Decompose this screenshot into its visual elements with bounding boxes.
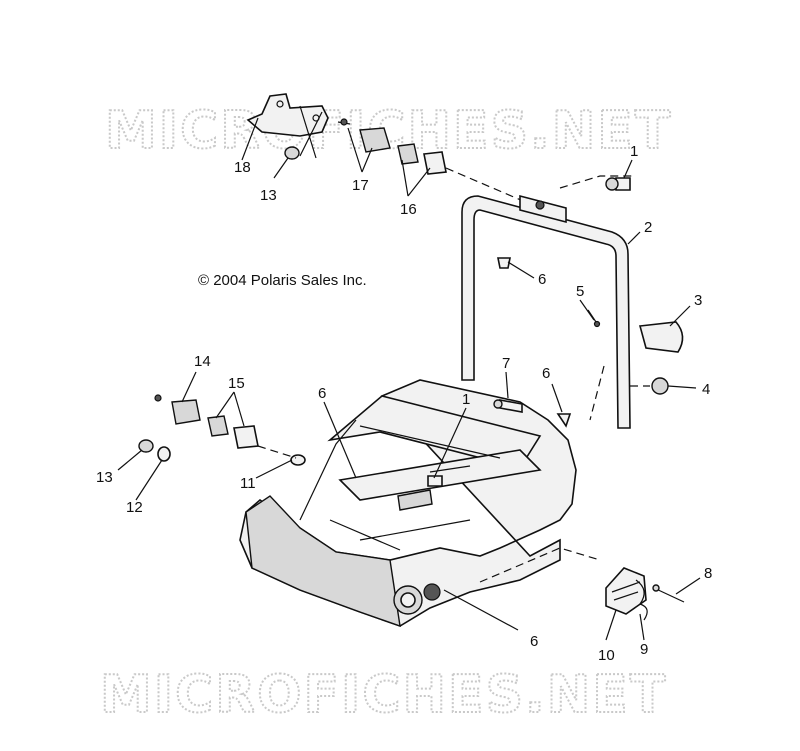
chassis-frame	[239, 379, 577, 628]
watermark-bottom: MICROFICHES.NET	[100, 665, 667, 725]
bolt-1-top	[605, 177, 631, 191]
callout-10: 10	[598, 647, 615, 664]
screw-5	[587, 309, 601, 328]
callout-4: 4	[702, 381, 710, 398]
clip-6-top	[497, 257, 511, 269]
callout-6-upper: 6	[538, 271, 546, 288]
steering-post-2	[461, 194, 631, 429]
cover-3	[638, 321, 684, 353]
callout-1-top: 1	[630, 143, 638, 160]
bracket-10	[605, 567, 647, 615]
bolt-1-mid	[427, 475, 443, 487]
spring-9	[635, 579, 648, 621]
callout-6-right: 6	[542, 365, 550, 382]
callout-13-top: 13	[260, 187, 277, 204]
clip-6-right	[556, 413, 572, 428]
callout-7: 7	[502, 355, 510, 372]
washer-12	[157, 446, 171, 462]
pin-8	[652, 584, 685, 603]
callout-labels: 1 2 3 4 5 6 6 6 6 7 1 8 9 10 11 12 13 13…	[96, 143, 712, 664]
callout-12: 12	[126, 499, 143, 516]
callout-16: 16	[400, 201, 417, 218]
watermark-top: MICROFICHES.NET	[105, 101, 672, 161]
callout-13-left: 13	[96, 469, 113, 486]
callout-3: 3	[694, 292, 702, 309]
callout-9: 9	[640, 641, 648, 658]
callout-17: 17	[352, 177, 369, 194]
bolt-7	[493, 399, 523, 413]
callout-5: 5	[576, 283, 584, 300]
callout-15: 15	[228, 375, 245, 392]
washer-11	[290, 454, 306, 466]
nut-13-left	[138, 439, 154, 453]
clip-14	[154, 394, 201, 425]
nut-4	[651, 377, 669, 395]
callout-18: 18	[234, 159, 251, 176]
callout-2: 2	[644, 219, 652, 236]
bushings-15	[207, 415, 259, 449]
bracket-18	[246, 93, 329, 159]
callout-1-mid: 1	[462, 391, 470, 408]
callout-8: 8	[704, 565, 712, 582]
nut-13-top	[284, 146, 300, 160]
callout-6-left: 6	[318, 385, 326, 402]
copyright-text: © 2004 Polaris Sales Inc.	[198, 272, 367, 289]
callout-6-bottom: 6	[530, 633, 538, 650]
callout-14: 14	[194, 353, 211, 370]
clip-17	[337, 118, 391, 153]
leader-lines	[117, 117, 701, 641]
callout-11: 11	[240, 475, 256, 492]
